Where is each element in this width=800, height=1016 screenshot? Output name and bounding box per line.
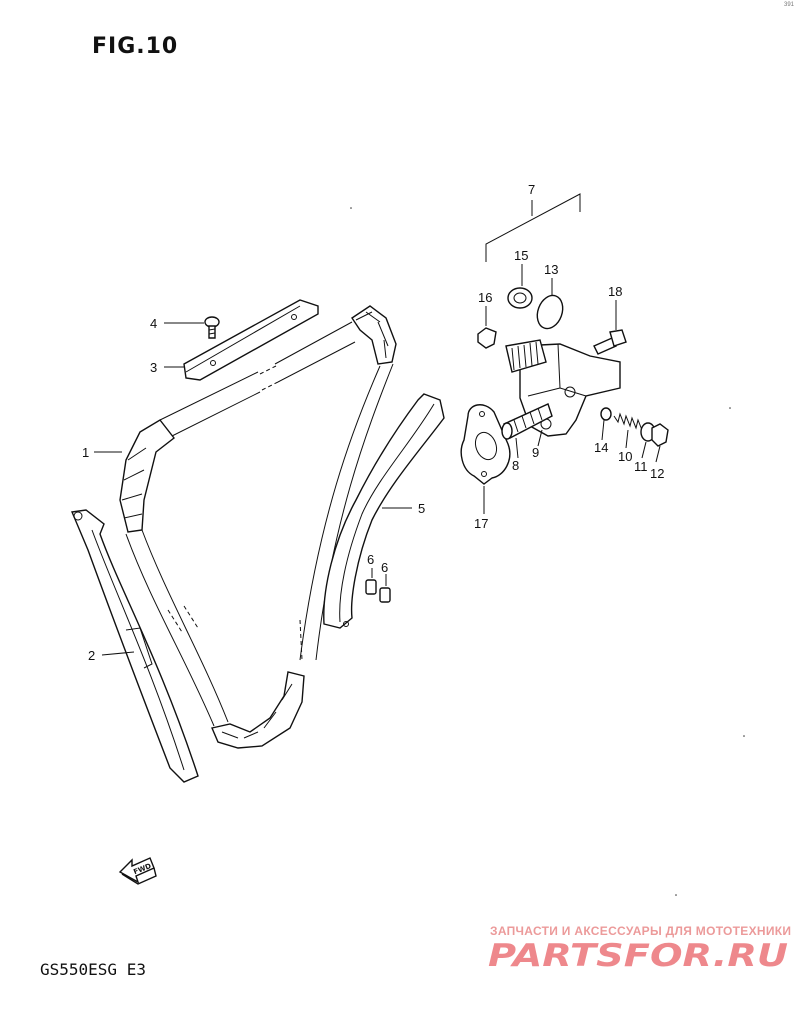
callout-4: 4 [150,316,157,331]
part-12-cap-nut [651,423,669,447]
callout-15: 15 [514,248,528,263]
part-18-bolt [593,329,627,355]
callout-1: 1 [82,445,89,460]
callout-14: 14 [594,440,608,455]
part-13-o-ring [536,294,564,330]
callout-labels: 1 2 3 4 5 6 6 7 8 9 10 11 12 13 14 15 16… [82,182,664,663]
watermark-tagline: ЗАПЧАСТИ И АКСЕССУАРЫ ДЛЯ МОТОТЕХНИКИ [490,924,792,938]
part-8-plunger [501,403,553,440]
callout-17: 17 [474,516,488,531]
callout-2: 2 [88,648,95,663]
part-6-dowel-pins [365,579,391,603]
fwd-arrow-icon: FWD [118,857,157,885]
callout-9: 9 [532,445,539,460]
watermark-logo-text: PARTSFOR.RU [488,938,788,972]
callout-6a: 6 [367,552,374,567]
figure-title: FIG.10 [92,34,179,59]
callout-10: 10 [618,449,632,464]
callout-8: 8 [512,458,519,473]
callout-5: 5 [418,501,425,516]
assembly-7-bracket [485,193,581,262]
part-1-cam-chain [119,305,397,749]
callout-11: 11 [634,459,648,474]
corner-mark: 391 [783,2,794,8]
model-code: GS550ESG E3 [40,960,146,979]
part-5-tensioner-guide [323,393,445,629]
callout-7: 7 [528,182,535,197]
part-15-seal [507,287,533,309]
callout-12: 12 [650,466,664,481]
callout-18: 18 [608,284,622,299]
part-16-nut [477,327,497,349]
leader-lines [94,264,661,656]
part-17-gasket [460,404,511,485]
part-2-front-guide [71,509,199,783]
part-10-spring [613,412,643,431]
part-4-bolt [204,316,220,339]
callout-16: 16 [478,290,492,305]
part-14-washer [600,407,612,421]
callout-3: 3 [150,360,157,375]
part-3-guide-plate [183,299,319,381]
callout-13: 13 [544,262,558,277]
watermark-logo: PARTSFOR.RU [488,938,788,972]
callout-6b: 6 [381,560,388,575]
